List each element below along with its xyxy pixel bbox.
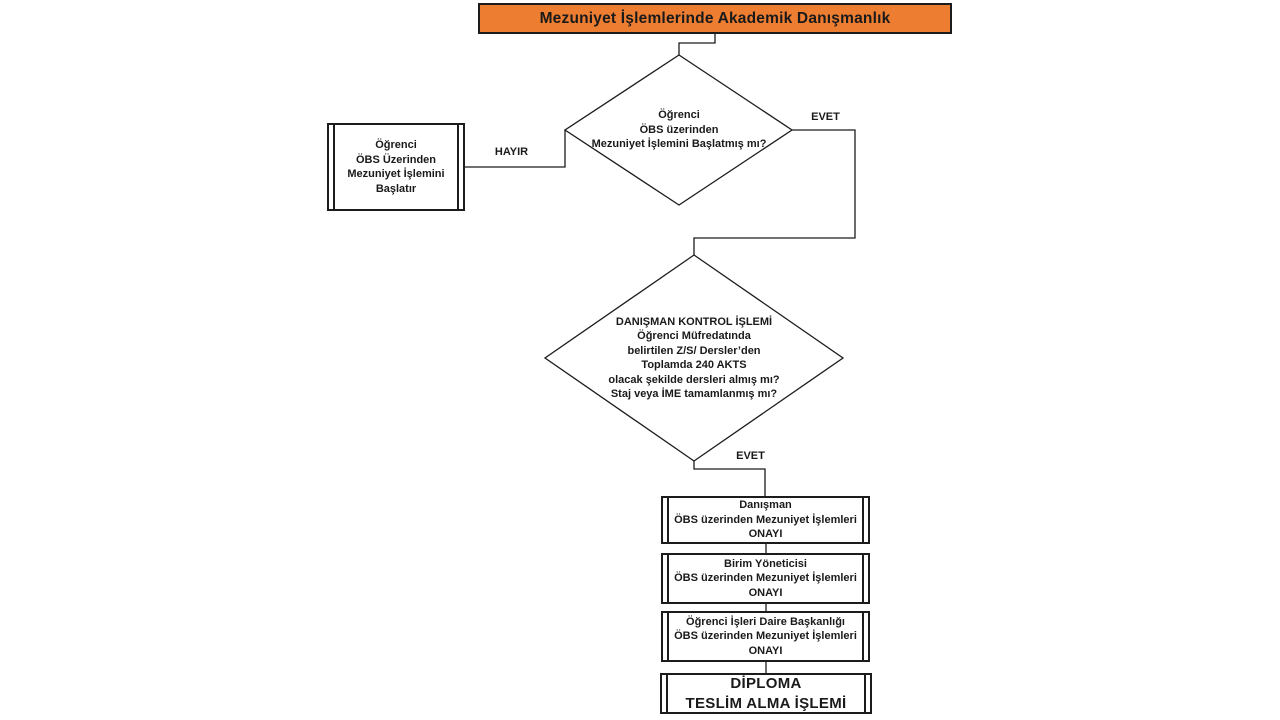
decision-started-label: Öğrenci ÖBS üzerinden Mezuniyet İşlemini… [591,109,767,151]
connector-title-to-decision1 [678,34,716,55]
approval-advisor-box: Danışman ÖBS üzerinden Mezuniyet İşlemle… [661,496,870,544]
diagram-title: Mezuniyet İşlemlerinde Akademik Danışman… [478,3,952,34]
diploma-box: DİPLOMA TESLİM ALMA İŞLEMİ [660,673,872,714]
label-evet-top: EVET [811,111,840,123]
decision-advisor-check-label: DANIŞMAN KONTROL İŞLEMİ Öğrenci Müfredat… [608,315,780,401]
approval-registrar-box: Öğrenci İşleri Daire Başkanlığı ÖBS üzer… [661,611,870,662]
approval-advisor-label: Danışman ÖBS üzerinden Mezuniyet İşlemle… [674,499,857,541]
label-hayir: HAYIR [494,146,529,158]
connector-evet-to-advisor-approval [693,461,766,496]
diagram-title-label: Mezuniyet İşlemlerinde Akademik Danışman… [539,9,891,27]
connector-hayir-to-start-box [465,130,566,168]
process-start-box: Öğrenci ÖBS Üzerinden Mezuniyet İşlemini… [327,123,465,211]
process-start-label: Öğrenci ÖBS Üzerinden Mezuniyet İşlemini… [347,139,445,195]
decision-started: Öğrenci ÖBS üzerinden Mezuniyet İşlemini… [565,57,793,203]
approval-unit-manager-label: Birim Yöneticisi ÖBS üzerinden Mezuniyet… [674,557,857,599]
approval-registrar-label: Öğrenci İşleri Daire Başkanlığı ÖBS üzer… [674,615,857,657]
approval-unit-manager-box: Birim Yöneticisi ÖBS üzerinden Mezuniyet… [661,553,870,604]
connector-evet-to-decision2 [693,129,856,255]
diploma-label: DİPLOMA TESLİM ALMA İŞLEMİ [685,674,847,712]
label-evet-bottom: EVET [736,450,765,462]
decision-advisor-check: DANIŞMAN KONTROL İŞLEMİ Öğrenci Müfredat… [545,257,843,459]
decision-started-diamond-shape [563,54,794,206]
